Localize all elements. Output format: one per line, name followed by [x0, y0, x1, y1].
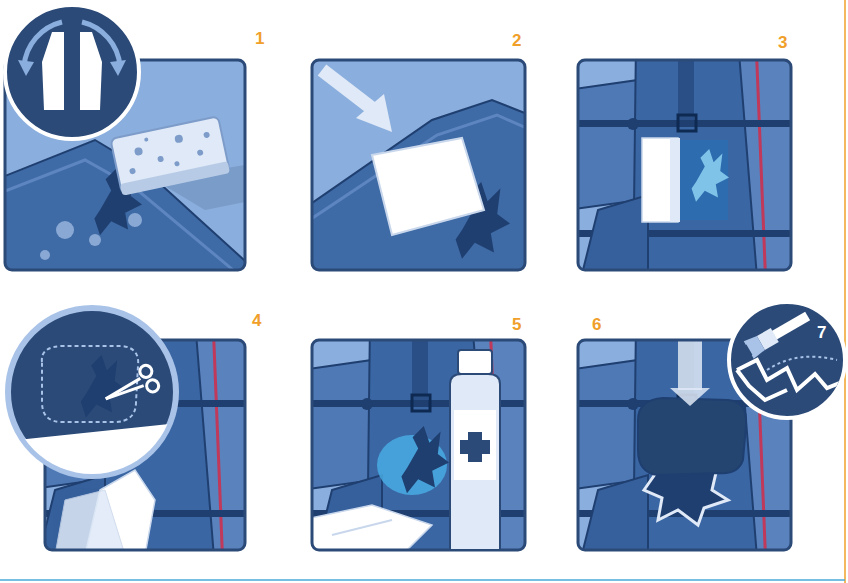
step-panel-part-part: [110, 116, 230, 196]
step-panel-part-part: [670, 138, 680, 222]
step-number: 2: [512, 32, 521, 49]
trim-detail-icon-part: [7, 346, 191, 491]
step-panel-part-part: [678, 140, 728, 220]
turn-inside-out-icon-part: [18, 60, 34, 76]
step-panel-part-part: [332, 520, 392, 535]
glue-brush-icon-part: [729, 302, 845, 418]
step-panel-part: [312, 70, 525, 270]
step-panel: [302, 320, 527, 570]
step-panel-part-part: [692, 149, 729, 202]
trim-detail-icon-part: [100, 363, 161, 411]
step-panel-part-part-part: [157, 155, 164, 162]
step-panel-part-part: [356, 94, 392, 132]
step-panel-part-part: [312, 505, 432, 550]
step-panel-part-part: [578, 60, 791, 270]
step-panel-part-part: [401, 426, 449, 493]
trim-detail-icon-part-part: [138, 363, 154, 379]
step-panel-part-part: [372, 138, 484, 235]
turn-inside-out-icon-part: [42, 32, 102, 110]
step-panel: [302, 60, 542, 280]
alcohol-bottle-part: [460, 432, 490, 462]
glue-brush-icon-part-part-part: [744, 334, 766, 358]
step-number: 3: [778, 34, 787, 51]
glue-brush-icon: [729, 302, 847, 418]
turn-inside-out-icon-part: [24, 22, 62, 66]
glue-brush-icon-part-part: [767, 357, 837, 370]
trim-detail-icon-part-part: [7, 422, 191, 491]
step-panel-part-part: [89, 234, 101, 246]
step-panel: [568, 40, 793, 290]
turn-inside-out-icon-part: [5, 5, 139, 139]
alcohol-bottle: [450, 350, 500, 550]
glue-brush-icon-part: [737, 307, 847, 400]
trim-detail-icon: [7, 308, 191, 491]
step-number: 5: [512, 316, 521, 333]
step-panel-part-part-part: [120, 161, 230, 196]
step-panel-part-part-part: [197, 149, 204, 156]
turn-inside-out-icon-part: [82, 22, 120, 66]
step-panel-part-part: [322, 70, 374, 110]
step-panel-part-part-part: [134, 147, 143, 156]
step-number: 6: [592, 316, 601, 333]
alcohol-bottle-part: [458, 350, 492, 374]
step-panel-part-part: [312, 340, 525, 550]
trim-detail-icon-part-part: [81, 355, 125, 417]
glue-brush-icon-part-part: [737, 370, 787, 400]
turn-inside-out-icon: [5, 5, 139, 139]
step-panel-part-part-part: [203, 131, 210, 138]
step-panel-part: [578, 60, 791, 270]
step-number: 1: [255, 30, 264, 47]
step-number: 7: [817, 324, 826, 341]
turn-inside-out-icon-part: [110, 60, 126, 76]
trim-detail-icon-part-part: [145, 378, 161, 394]
step-panel-part-part: [670, 388, 710, 406]
step-panel-part-part: [40, 250, 50, 260]
step-panel-part-part: [55, 490, 125, 550]
step-panel-part: [578, 60, 791, 270]
step-panel-part-part-part: [174, 161, 180, 167]
edge-rule: [0, 579, 845, 581]
glue-brush-icon-part-part-part: [746, 345, 752, 355]
glue-brush-icon-part-part-part: [771, 312, 811, 341]
step-panel-part-part: [638, 398, 746, 475]
step-panel-part: [312, 340, 525, 550]
step-panel-part-part: [312, 100, 525, 270]
step-panel-part-part-part: [129, 168, 136, 175]
glue-brush-icon-part-part: [737, 360, 847, 390]
step-panel-part-part: [128, 213, 142, 227]
trim-detail-icon-part-part: [42, 346, 138, 422]
edge-rule: [844, 0, 846, 583]
step-panel-part-part: [678, 340, 702, 390]
step-number: 4: [252, 312, 261, 329]
alcohol-bottle-part: [454, 410, 496, 480]
step-panel-part-part-part: [174, 134, 183, 143]
step-panel-part-part-part: [144, 137, 149, 142]
glue-brush-icon-part-part: [744, 307, 813, 358]
step-panel-part: [312, 60, 525, 270]
alcohol-bottle-part: [450, 374, 500, 550]
step-panel-part-part: [56, 221, 74, 239]
step-panel-part: [312, 340, 525, 550]
trim-detail-icon-part-part: [106, 382, 144, 403]
step-panel-part: [5, 116, 245, 270]
